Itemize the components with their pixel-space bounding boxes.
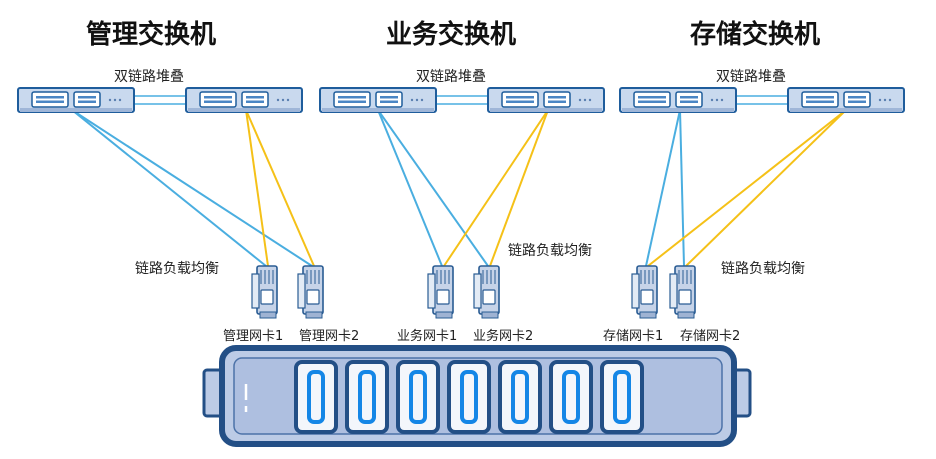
links bbox=[71, 109, 847, 267]
stack-links bbox=[134, 95, 788, 105]
business-nic-1 bbox=[427, 265, 454, 319]
management-switch-b bbox=[185, 87, 303, 113]
storage-switch-title: 存储交换机 bbox=[690, 20, 821, 50]
business-link-yellow-1 bbox=[443, 109, 549, 267]
management-nic-1 bbox=[251, 265, 278, 319]
business-switch-b bbox=[487, 87, 605, 113]
business-nic-2 bbox=[473, 265, 500, 319]
business-stack-label: 双链路堆叠 bbox=[416, 69, 486, 85]
server-drive-bays bbox=[294, 360, 644, 434]
business-link-yellow-2 bbox=[489, 109, 549, 267]
management-card-1-label: 管理网卡1 bbox=[223, 329, 284, 344]
storage-nic-1 bbox=[631, 265, 658, 319]
storage-card-1-label: 存储网卡1 bbox=[603, 329, 664, 344]
business-load-balance-label: 链路负载均衡 bbox=[508, 243, 592, 259]
management-link-yellow-1 bbox=[245, 109, 269, 267]
management-link-blue-1 bbox=[71, 109, 267, 267]
storage-nic-2 bbox=[669, 265, 696, 319]
management-stack-label: 双链路堆叠 bbox=[114, 69, 184, 85]
business-card-2-label: 业务网卡2 bbox=[473, 329, 534, 344]
management-nic-2 bbox=[297, 265, 324, 319]
server bbox=[202, 345, 752, 447]
storage-link-blue-1 bbox=[645, 109, 681, 267]
management-switch-a bbox=[17, 87, 135, 113]
management-link-yellow-2 bbox=[245, 109, 315, 267]
business-switch-title: 业务交换机 bbox=[386, 20, 517, 50]
business-link-blue-1 bbox=[377, 109, 443, 267]
storage-link-blue-2 bbox=[679, 109, 685, 267]
storage-switch-a bbox=[619, 87, 737, 113]
storage-card-2-label: 存储网卡2 bbox=[680, 329, 741, 344]
storage-switch-b bbox=[787, 87, 905, 113]
management-link-blue-2 bbox=[71, 109, 313, 267]
business-link-blue-2 bbox=[377, 109, 489, 267]
management-switch-title: 管理交换机 bbox=[86, 20, 217, 50]
storage-stack-label: 双链路堆叠 bbox=[716, 69, 786, 85]
storage-link-yellow-2 bbox=[685, 109, 847, 267]
storage-link-yellow-1 bbox=[647, 109, 847, 267]
management-card-2-label: 管理网卡2 bbox=[299, 329, 360, 344]
storage-load-balance-label: 链路负载均衡 bbox=[721, 261, 805, 277]
business-switch-a bbox=[319, 87, 437, 113]
management-load-balance-label: 链路负载均衡 bbox=[135, 261, 219, 277]
business-card-1-label: 业务网卡1 bbox=[397, 329, 458, 344]
